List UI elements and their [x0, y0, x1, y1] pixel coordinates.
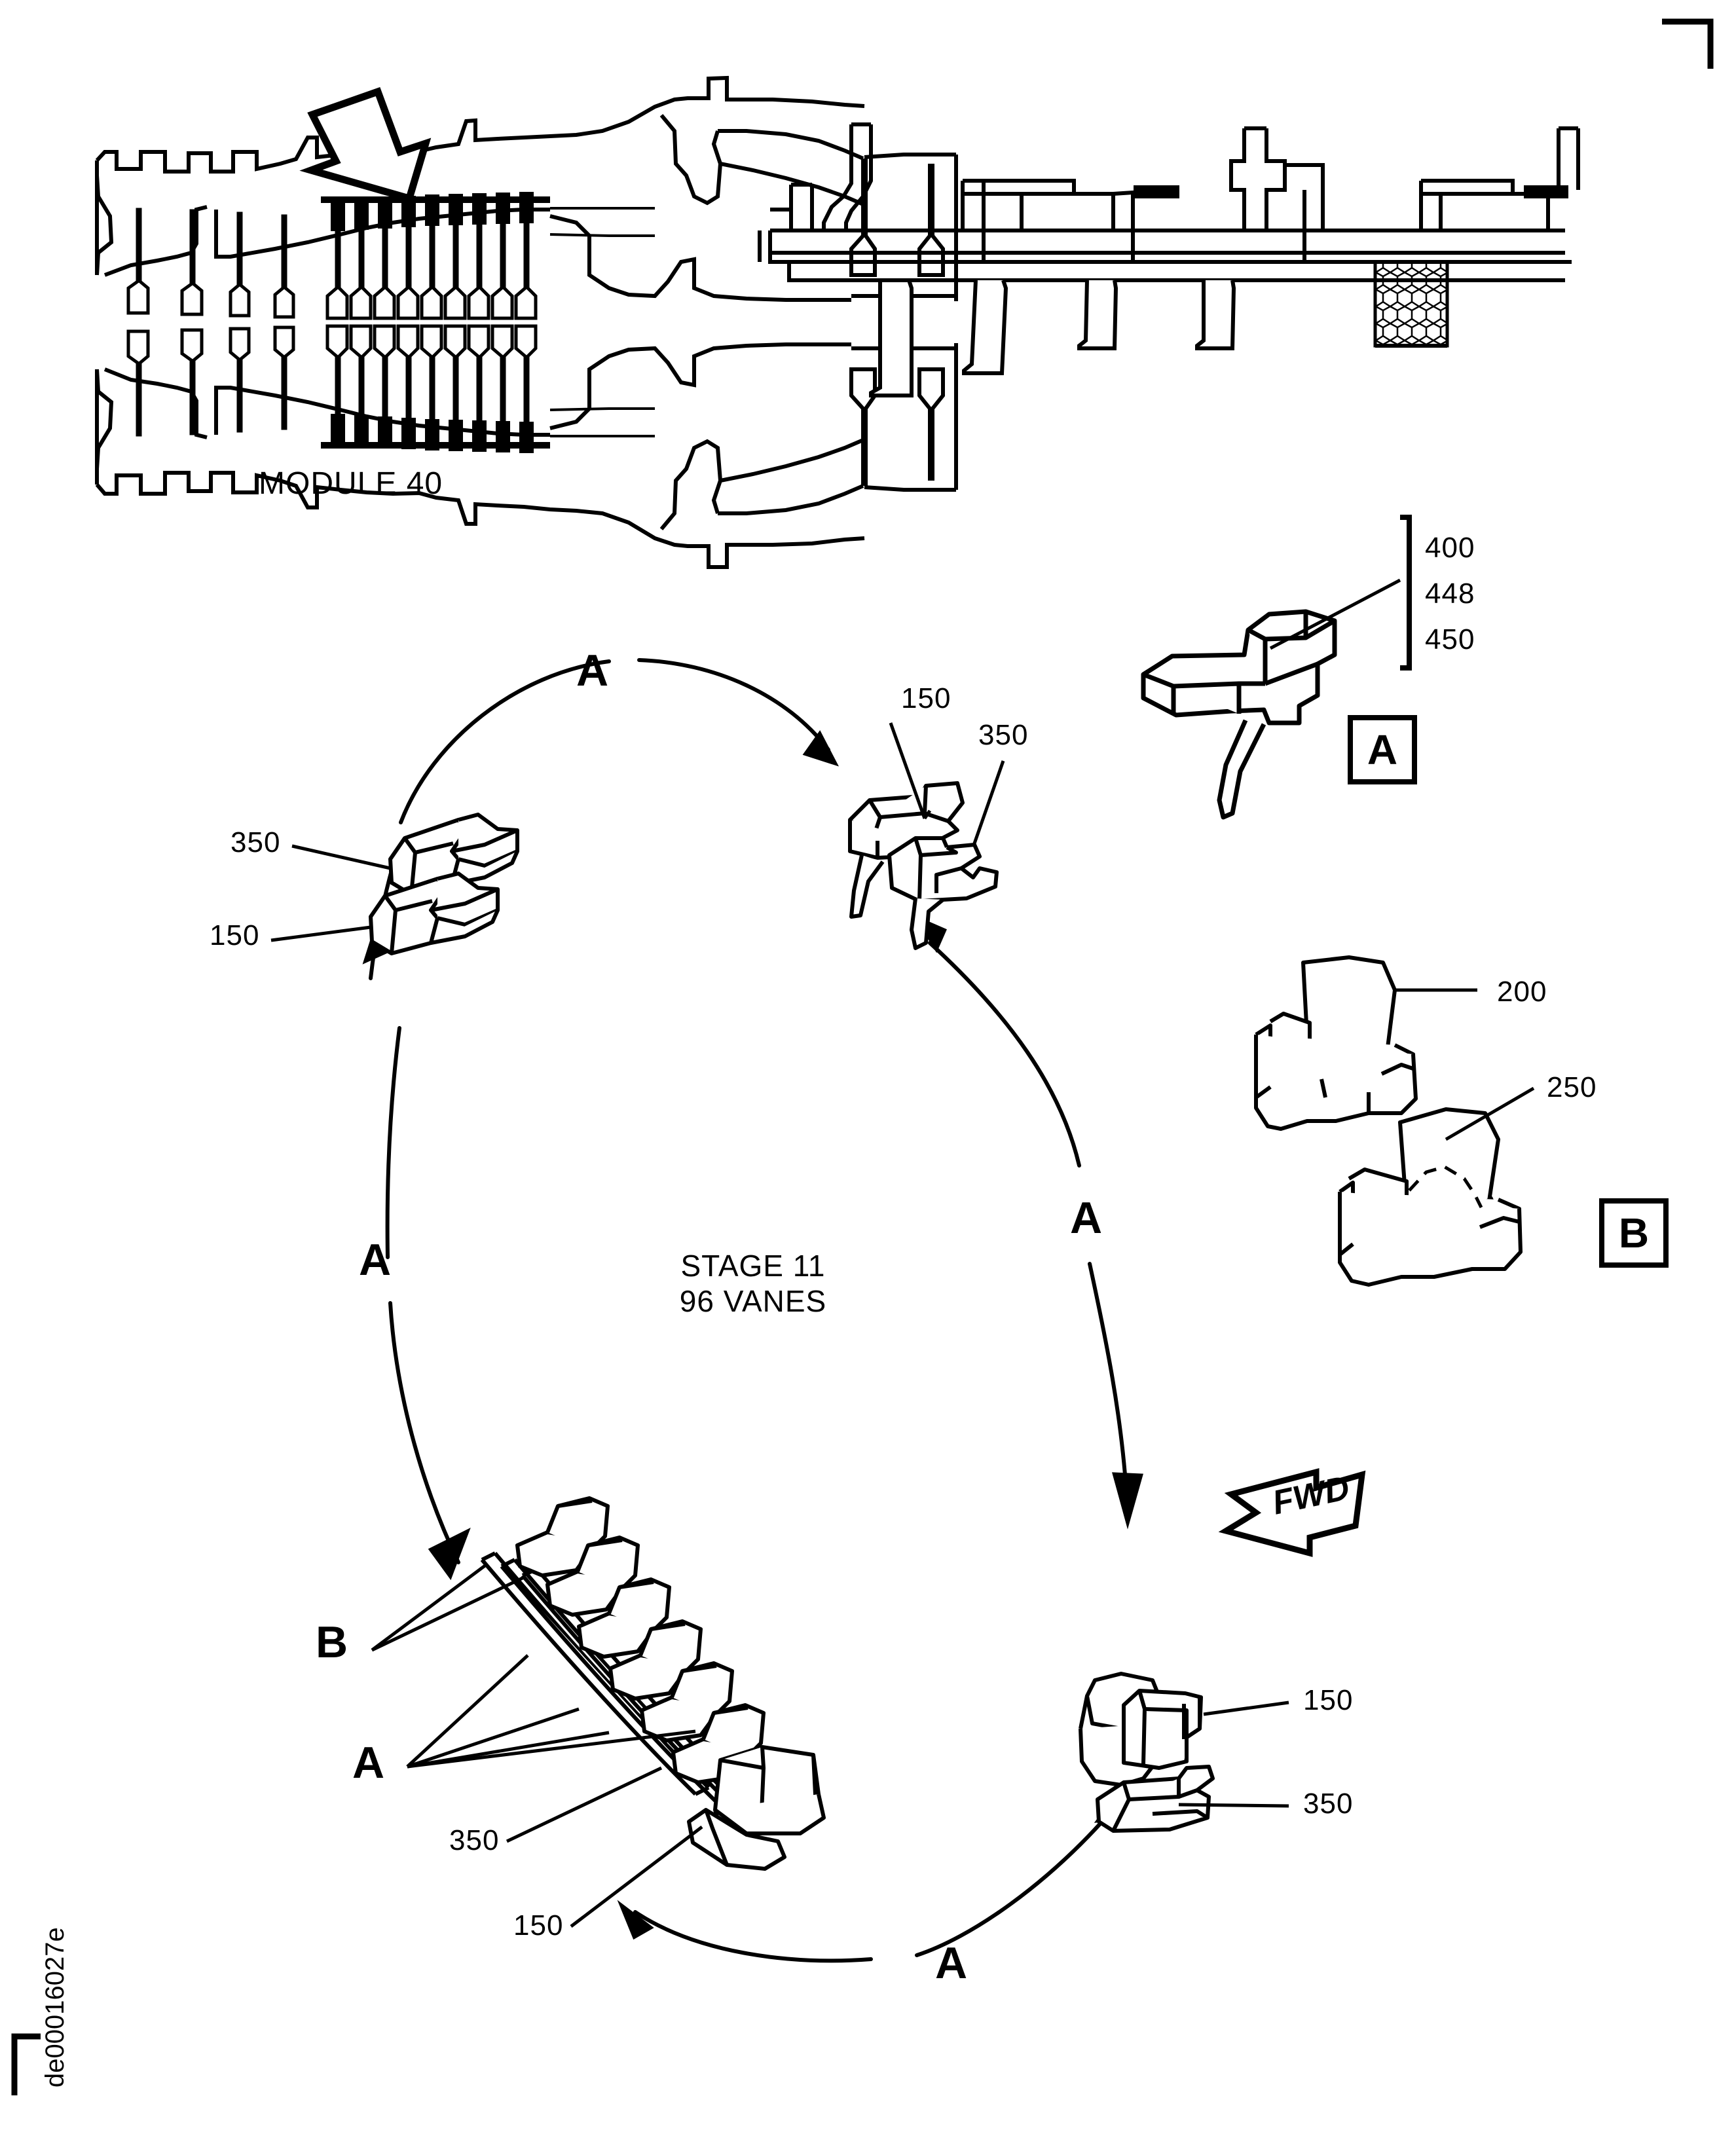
leader-250: [1445, 1086, 1535, 1141]
part-label-segment-350: 350: [449, 1824, 500, 1856]
bracket-label-400: 400: [1425, 532, 1475, 564]
corner-mark-bottom-left: [11, 2033, 41, 2095]
vane-part-200: [1254, 955, 1418, 1131]
module-40-caption: MODULE 40: [259, 466, 443, 501]
leader-segment-b: [371, 1563, 526, 1652]
part-label-left-350: 350: [231, 826, 281, 858]
section-letter-segment-a: A: [352, 1738, 385, 1788]
part-label-segment-150: 150: [513, 1909, 564, 1941]
module-40-cross-section: [95, 75, 958, 569]
leader-tr-350: [972, 760, 1005, 844]
bracket-400-448-450: [1400, 515, 1412, 671]
corner-mark-top-right: [1662, 18, 1714, 69]
part-label-200: 200: [1497, 976, 1547, 1008]
left-vane-pair: [369, 813, 519, 955]
detail-box-a: A: [1348, 715, 1417, 784]
leader-segment-350: [506, 1766, 663, 1843]
part-label-250: 250: [1547, 1071, 1597, 1103]
leader-segment-a: [406, 1654, 696, 1769]
cross-section-callout-arrow: [299, 87, 432, 203]
bracket-label-448: 448: [1425, 578, 1475, 610]
leader-br-150: [1203, 1701, 1289, 1716]
top-right-vane-pair: [848, 781, 999, 950]
section-letter-segment-b: B: [316, 1617, 348, 1667]
part-label-tr-350: 350: [978, 719, 1029, 751]
vane-segment-assembly: [480, 1496, 826, 1871]
leader-segment-150: [570, 1826, 703, 1928]
leader-left-350: [291, 844, 391, 870]
center-note-line1: STAGE 11: [680, 1249, 826, 1283]
part-label-tr-150: 150: [901, 682, 951, 714]
section-letter-ellipse-left: A: [359, 1235, 392, 1285]
leader-tr-150: [889, 722, 932, 820]
part-label-left-150: 150: [210, 919, 260, 951]
center-note-line2: 96 VANES: [679, 1284, 827, 1318]
detail-box-b: B: [1599, 1198, 1669, 1268]
leader-br-350: [1178, 1803, 1289, 1808]
section-letter-ellipse-right: A: [1070, 1193, 1103, 1243]
highlighted-stage-band: [321, 192, 550, 231]
part-label-br-350: 350: [1303, 1788, 1354, 1820]
bottom-right-vane-pair: [1079, 1672, 1215, 1833]
detail-a-leader: [1269, 578, 1401, 650]
bracket-label-450: 450: [1425, 623, 1475, 655]
part-label-br-150: 150: [1303, 1684, 1354, 1716]
vane-part-250: [1338, 1107, 1523, 1287]
fwd-arrow: [1218, 1468, 1366, 1557]
figure-id: de00016027e: [41, 1927, 69, 2088]
stator-case-section-view: [758, 122, 1580, 397]
section-letter-ellipse-top: A: [576, 646, 609, 695]
detail-a-part: [1141, 609, 1337, 820]
section-letter-ellipse-bottom: A: [935, 1938, 968, 1988]
leader-left-150: [270, 925, 371, 942]
